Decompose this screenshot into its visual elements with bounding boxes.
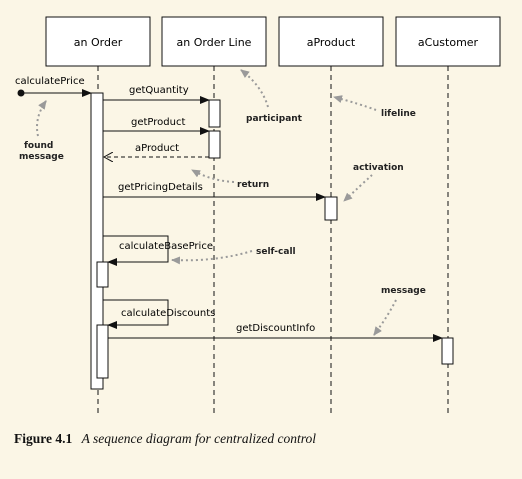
participant-aproduct: aProduct bbox=[278, 16, 384, 67]
activation-self-baseprice bbox=[96, 261, 109, 288]
figure-number: Figure 4.1 bbox=[14, 431, 73, 446]
message-label: calculateDiscounts bbox=[121, 308, 215, 319]
annotation-participant: participant bbox=[246, 114, 303, 124]
message-calculate-discounts: calculateDiscounts bbox=[103, 299, 215, 329]
message-label: calculateBasePrice bbox=[119, 241, 213, 252]
found-message-dot bbox=[17, 89, 25, 97]
annotation-lifeline: lifeline bbox=[381, 109, 416, 119]
annotation-activation: activation bbox=[353, 163, 404, 173]
message-label: calculatePrice bbox=[15, 76, 85, 87]
annotation-self-call: self-call bbox=[256, 247, 296, 257]
annotation-found-message: found message bbox=[19, 141, 64, 162]
pointer-participant bbox=[240, 69, 269, 108]
activation-customer bbox=[441, 337, 454, 365]
message-label: getDiscountInfo bbox=[236, 323, 315, 334]
pointer-lifeline bbox=[333, 95, 377, 111]
activation-orderline-product bbox=[208, 130, 221, 159]
caption-text: A sequence diagram for centralized contr… bbox=[81, 431, 316, 446]
message-label: aProduct bbox=[135, 143, 179, 154]
participant-acustomer: aCustomer bbox=[395, 16, 501, 67]
message-label: getQuantity bbox=[129, 85, 189, 96]
annotation-pointers bbox=[36, 69, 397, 336]
participant-label: an Order Line bbox=[177, 36, 252, 49]
message-get-discount-info: getDiscountInfo bbox=[108, 323, 443, 342]
participant-label: aProduct bbox=[307, 36, 356, 49]
pointer-return bbox=[191, 169, 235, 183]
message-get-pricing-details: getPricingDetails bbox=[103, 182, 326, 201]
activation-order-main bbox=[90, 92, 104, 390]
message-calculate-price: calculatePrice bbox=[15, 76, 92, 97]
annotation-message: message bbox=[381, 286, 426, 296]
message-get-product: getProduct bbox=[103, 117, 210, 135]
participant-label: an Order bbox=[74, 36, 123, 49]
activation-self-discounts bbox=[96, 324, 109, 379]
message-return-aproduct: aProduct bbox=[104, 143, 209, 157]
annotation-return: return bbox=[237, 180, 269, 190]
message-calculate-base-price: calculateBasePrice bbox=[103, 235, 213, 266]
participant-an-order-line: an Order Line bbox=[161, 16, 267, 67]
pointer-activation bbox=[343, 174, 373, 202]
message-get-quantity: getQuantity bbox=[103, 85, 210, 104]
message-label: getPricingDetails bbox=[118, 182, 203, 193]
message-label: getProduct bbox=[131, 117, 185, 128]
pointer-message bbox=[373, 299, 397, 336]
figure-caption: Figure 4.1 A sequence diagram for centra… bbox=[14, 431, 316, 447]
participant-an-order: an Order bbox=[45, 16, 151, 67]
participant-label: aCustomer bbox=[418, 36, 479, 49]
activation-product bbox=[324, 196, 338, 221]
pointer-found-message bbox=[36, 100, 47, 137]
pointer-self-call bbox=[171, 250, 253, 265]
activation-orderline-quantity bbox=[208, 99, 221, 128]
